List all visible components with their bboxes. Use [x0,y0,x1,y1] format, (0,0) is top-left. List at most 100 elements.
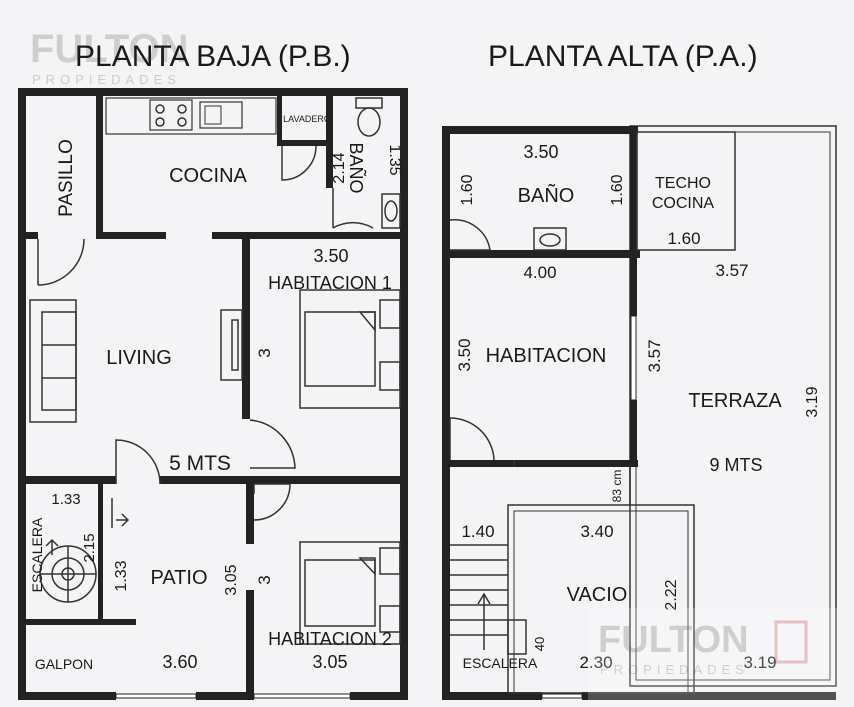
window [541,693,583,699]
watermark-top: FULTON PROPIEDADES [30,27,189,87]
dim-hab1-h: 3 [255,348,274,357]
wall [212,232,408,239]
room-cocina: COCINA [169,165,247,187]
watermark-brand-bottom: FULTON [598,619,749,661]
wall [96,88,103,238]
dim-vacio-h: 2.22 [663,579,680,610]
dim-terraza-h: 3.19 [804,386,821,417]
wall [98,484,103,619]
dim-hab-h: 3.50 [455,338,474,371]
door [253,483,291,521]
wall [400,88,408,700]
wall [326,96,333,188]
dim-esc-w: 1.40 [461,522,494,541]
wall [18,88,408,96]
door [37,238,85,286]
room-habitacion-pa: HABITACION [486,345,607,367]
wall [18,88,26,700]
dim-bano-h: 1.35 [386,144,403,175]
dim-hab2-h: 3 [255,575,274,584]
door [115,439,161,485]
dim-esc-d: 40 [532,637,547,651]
room-habitacion-1: HABITACION 1 [268,273,392,293]
bed-icon [299,541,401,645]
wall [242,239,250,419]
wall [442,126,638,134]
wall [18,619,136,625]
dim-bano-h2: 1.60 [609,174,626,205]
watermark-bottom: FULTON PROPIEDADES [588,608,838,700]
watermark-tagline-bottom: PROPIEDADES [600,662,749,677]
dim-patio-w: 3.60 [162,652,197,672]
dim-passage: 83 cm [610,470,624,503]
room-escalera-pa: ESCALERA [463,655,538,671]
room-patio: PATIO [150,567,207,589]
dim-patio-h: 1.33 [113,560,130,591]
door [249,419,296,469]
toilet-icon [355,97,383,137]
room-pasillo: PASILLO [56,139,77,217]
arrow-icon [111,498,130,528]
wall [277,140,327,146]
wall [18,232,38,239]
wall [630,256,637,316]
door [332,188,374,229]
door [449,218,491,251]
wall [630,126,637,256]
room-terraza-size: 9 MTS [709,455,762,475]
kitchen-counter [105,97,277,135]
dim-living-w: 5 MTS [169,452,231,475]
spiral-staircase-icon [39,545,97,603]
door [281,145,317,181]
title-planta-baja: PLANTA BAJA (P.B.) [75,40,351,73]
watermark-brand: FULTON [30,27,189,71]
wall [246,484,254,544]
wall [96,232,166,239]
house-logo-icon [774,620,808,664]
bed-icon [299,289,401,409]
dim-hab2-w: 3.05 [312,652,347,672]
sofa-icon [29,299,77,423]
vacio-railing [507,504,695,694]
staircase-icon [450,544,527,655]
dim-hab-w: 4.00 [523,263,556,282]
wall [246,590,254,700]
room-techo: TECHO [655,175,711,192]
wall [582,692,836,700]
wall [450,460,638,467]
room-bano: BAÑO [346,142,367,193]
wall [18,476,116,484]
room-lavadero: LAVADERO [283,114,331,124]
room-vacio: VACIO [567,584,628,606]
wall [196,692,254,700]
stove-icon [149,99,193,131]
room-terraza: TERRAZA [688,390,782,412]
window [630,315,637,401]
door [449,417,495,461]
room-galpon: GALPON [35,656,93,672]
dim-techo-w: 1.60 [667,229,700,248]
room-techo-cocina: COCINA [652,195,715,212]
wall [18,692,116,700]
wall [630,400,637,466]
dim-hab1-w: 3.50 [313,246,348,266]
wall [350,692,408,700]
wall [442,692,542,700]
ground-floor-plan: PASILLO COCINA LAVADERO BAÑO 2.14 1.35 L… [18,88,408,700]
room-bano-pa: BAÑO [518,183,575,207]
watermark-tagline: PROPIEDADES [32,72,181,87]
dim-terraza-bottom: 3.19 [743,653,776,672]
wall [250,476,408,484]
wall [442,126,450,700]
dim-vacio-bottom: 2.30 [579,653,612,672]
tv-unit [220,309,243,381]
dim-bano-w: 2.14 [331,152,348,183]
dim-esc-h: 2.15 [81,533,98,562]
dim-patio-h2: 3.05 [223,564,240,595]
window [115,693,197,699]
wall [277,96,282,146]
washbasin-icon [533,227,567,251]
title-planta-alta: PLANTA ALTA (P.A.) [488,40,758,73]
